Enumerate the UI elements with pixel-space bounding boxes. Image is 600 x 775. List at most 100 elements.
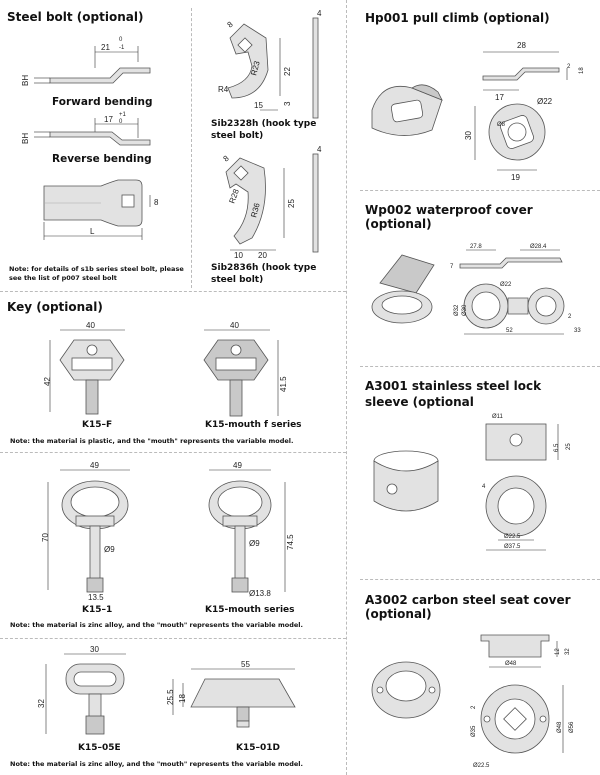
dim-a3002-56: Ø56 <box>569 721 575 733</box>
key-k1505e-drawing: 30 32 <box>37 645 126 735</box>
dim-k151-w: 49 <box>90 461 99 470</box>
title-a3001: A3001 stainless steel lock sleeve (optio… <box>365 379 542 409</box>
dim-hook1-8: 8 <box>226 19 236 29</box>
dim-hook1-15: 15 <box>254 101 263 110</box>
dim-hook1-3: 3 <box>283 101 292 106</box>
label-reverse-bending: Reverse bending <box>52 153 152 165</box>
dim-k15mf-w: 40 <box>230 321 239 330</box>
dim-wp002-33: 33 <box>574 328 581 334</box>
dim-hook2-20: 20 <box>258 251 267 260</box>
key-k151-drawing: 49 70 Ø9 13.5 <box>41 461 130 602</box>
dim-8-top: 8 <box>154 198 159 207</box>
dim-wp002-27: 27.8 <box>470 244 482 250</box>
dim-k15f-h: 42 <box>43 377 52 386</box>
label-k15mf: K15-mouth f series <box>205 420 302 430</box>
label-k1505e: K15–05E <box>78 743 121 753</box>
a3002-drawing: 12 32 Ø48 Ø35 2 Ø48 Ø56 Ø22.5 <box>471 634 575 769</box>
hook-sib2328h-drawing: 8 R23 22 R4 15 3 4 <box>218 9 322 119</box>
divider-right-2 <box>360 366 600 367</box>
divider-right-3 <box>360 579 600 580</box>
dim-hp001-18: 18 <box>579 67 585 74</box>
dim-a3001-d11: Ø11 <box>492 414 504 420</box>
dim-bh-forward: BH <box>21 75 30 86</box>
dim-l: L <box>90 227 95 236</box>
dim-hook1-4: 4 <box>317 9 322 18</box>
label-sib2328h: Sib2328h (hook type steel bolt) <box>211 119 317 141</box>
title-a3002: A3002 carbon steel seat cover (optional) <box>365 593 571 621</box>
dim-hook2-8: 8 <box>222 153 232 163</box>
dim-21-tol-top: 0 <box>119 37 123 43</box>
title-wp002: Wp002 waterproof cover (optional) <box>365 203 533 231</box>
dim-a3002-48b: Ø48 <box>557 721 563 733</box>
dim-hook1-r4: R4 <box>218 85 229 94</box>
title-steel-bolt: Steel bolt (optional) <box>7 10 144 24</box>
dim-wp002-7: 7 <box>450 264 454 270</box>
dim-hp001-28: 28 <box>517 41 526 50</box>
dim-bh-reverse: BH <box>21 133 30 144</box>
dim-hook2-25: 25 <box>287 199 296 208</box>
dim-k1501d-w: 55 <box>241 660 250 669</box>
bolt-reverse-drawing: 17 +1 0 BH <box>21 112 151 146</box>
dim-a3001-d25: 25 <box>566 443 572 450</box>
divider-vertical-main <box>346 0 347 775</box>
a3001-photo <box>373 450 439 512</box>
label-k15m: K15-mouth series <box>205 605 295 615</box>
dim-hook2-r28: R28 <box>227 187 241 204</box>
hp001-drawing: 28 2 18 17 Ø22 Ø8 30 19 <box>464 41 585 182</box>
wp002-drawing: 27.8 Ø28.4 7 Ø22 Ø32 Ø30 52 33 2 <box>450 244 581 335</box>
note-key-plastic: Note: the material is plastic, and the "… <box>10 437 294 445</box>
divider-vertical-bolt <box>191 8 192 288</box>
dim-17: 17 <box>104 115 113 124</box>
dim-hp001-30: 30 <box>464 131 473 140</box>
dim-a3002-12: 12 <box>555 648 561 655</box>
title-hp001: Hp001 pull climb (optional) <box>365 11 550 25</box>
dim-17-tol-bot: 0 <box>119 119 123 125</box>
note-key-zinc-1: Note: the material is zinc alloy, and th… <box>10 621 303 629</box>
dim-wp002-22: Ø22 <box>500 282 512 288</box>
note-steel-bolt: Note: for details of s1b series steel bo… <box>9 265 184 282</box>
a3001-drawing: Ø11 6.5 25 4 Ø22.5 Ø37.5 <box>482 414 572 551</box>
dim-k151-d: Ø9 <box>104 545 115 554</box>
wp002-photo <box>371 254 435 324</box>
hook-sib2836h-drawing: 8 R28 R36 25 10 20 4 <box>222 145 322 260</box>
key-k15f-drawing: 40 42 <box>43 321 125 415</box>
divider-bolt-key <box>0 291 346 292</box>
dim-a3002-32: 32 <box>565 648 571 655</box>
label-forward-bending: Forward bending <box>52 96 153 108</box>
dim-wp002-30: Ø30 <box>462 304 468 316</box>
dim-wp002-2: 2 <box>568 314 572 320</box>
divider-right-1 <box>360 190 600 191</box>
label-k15f: K15–F <box>82 420 113 430</box>
dim-k15mf-h: 41.5 <box>279 376 288 392</box>
dim-21-tol-bot: -1 <box>119 45 125 51</box>
divider-key-row1 <box>0 452 346 453</box>
dim-hook1-22: 22 <box>283 67 292 76</box>
key-k15m-drawing: 49 74.5 Ø9 Ø13.8 <box>208 461 295 598</box>
bolt-forward-drawing: 21 0 -1 BH <box>21 37 151 86</box>
hp001-photo <box>371 84 443 136</box>
dim-k15m-b: Ø13.8 <box>249 589 271 598</box>
dim-wp002-52: 52 <box>506 328 513 334</box>
key-k15mf-drawing: 40 41.5 <box>203 321 288 417</box>
a3002-photo <box>371 661 441 719</box>
dim-k1501d-h1: 25.5 <box>166 689 175 705</box>
dim-a3001-d6: 6.5 <box>554 443 560 452</box>
dim-hp001-17: 17 <box>495 93 504 102</box>
dim-hp001-d22: Ø22 <box>537 97 553 106</box>
dim-21: 21 <box>101 43 110 52</box>
dim-k15m-h: 74.5 <box>286 534 295 550</box>
note-key-zinc-2: Note: the material is zinc alloy, and th… <box>10 760 303 768</box>
key-k1501d-drawing: 55 25.5 18 <box>166 660 296 728</box>
dim-a3002-35: Ø35 <box>471 725 477 737</box>
dim-wp002-32: Ø32 <box>454 304 460 316</box>
divider-key-row2 <box>0 638 346 639</box>
dim-k1505e-h: 32 <box>37 699 46 708</box>
dim-a3001-d375: Ø37.5 <box>504 544 521 550</box>
title-key: Key (optional) <box>7 300 103 314</box>
dim-a3001-d4: 4 <box>482 484 486 490</box>
dim-hp001-d8: Ø8 <box>497 122 506 128</box>
dim-17-tol-top: +1 <box>119 112 127 118</box>
label-k151: K15–1 <box>82 605 113 615</box>
dim-hook2-4: 4 <box>317 145 322 154</box>
dim-hook2-r36: R36 <box>249 201 262 218</box>
